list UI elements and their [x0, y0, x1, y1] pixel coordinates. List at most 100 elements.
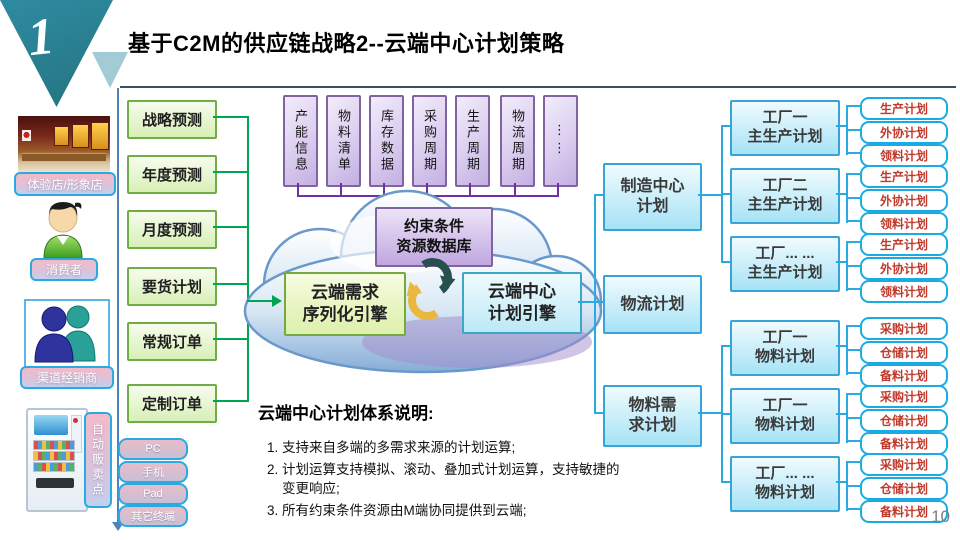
plan-pill: 采购计划: [860, 385, 948, 408]
channel-label-store: 体验店/形象店: [14, 172, 116, 196]
connector-line: [846, 173, 860, 175]
center-plan-line: 制造中心: [620, 178, 685, 195]
plan-engine-box: 云端中心 计划引擎: [462, 272, 582, 334]
connector-line: [846, 241, 860, 243]
terminal-phone: 手机: [118, 461, 188, 483]
connector-line: [698, 412, 723, 414]
connector-line: [594, 194, 596, 414]
plan-pill: 领料计划: [860, 144, 948, 167]
demand-engine-box: 云端需求 序列化引擎: [284, 272, 406, 336]
vending-machine-icon: [26, 408, 88, 512]
connector-line: [836, 261, 848, 263]
connector-line: [846, 372, 860, 374]
source-box-logistics-cycle: 物流周期: [500, 95, 535, 187]
demand-box-annual: 年度预测: [127, 155, 217, 194]
page-title: 基于C2M的供应链战略2--云端中心计划策略: [128, 31, 565, 56]
connector-line: [426, 183, 428, 197]
connector-line: [383, 183, 385, 197]
terminal-pc: PC: [118, 438, 188, 460]
center-plan-material: 物料需 求计划: [603, 385, 702, 447]
connector-line: [594, 194, 605, 196]
connector-line: [846, 461, 860, 463]
notes-item: 计划运算支持模拟、滚动、叠加式计划运算，支持敏捷的变更响应;: [282, 460, 627, 499]
connector-line: [721, 261, 731, 263]
demand-engine-line1: 云端需求: [311, 282, 379, 302]
connector-line: [846, 152, 860, 154]
plan-pill: 外协计划: [860, 257, 948, 280]
connector-line: [213, 116, 248, 118]
constraint-db-line1: 约束条件: [403, 217, 464, 235]
connector-line: [846, 349, 860, 351]
header-rule: [120, 86, 956, 88]
plan-pill: 仓储计划: [860, 409, 948, 432]
factory-box: 工厂一 主生产计划: [730, 100, 840, 156]
demand-box-monthly: 月度预测: [127, 210, 217, 249]
factory-name-line: 主生产计划: [747, 128, 823, 145]
notes-item: 所有约束条件资源由M端协同提供到云端;: [282, 501, 627, 521]
factory-name-line: 工厂一: [762, 329, 808, 347]
demand-box-custom-order: 定制订单: [127, 384, 217, 423]
factory-name-line: 物料计划: [754, 416, 815, 433]
plan-engine-line1: 云端中心: [488, 281, 556, 301]
arrow-right-icon: [272, 295, 282, 307]
connector-line: [846, 508, 860, 510]
plan-pill: 领料计划: [860, 280, 948, 303]
connector-line: [469, 183, 471, 197]
connector-line: [836, 193, 848, 195]
connector-line: [846, 440, 860, 442]
connector-line: [846, 265, 860, 267]
plan-pill: 外协计划: [860, 121, 948, 144]
left-guide-line: [117, 88, 119, 522]
connector-line: [846, 220, 860, 222]
center-plan-manufacturing: 制造中心 计划: [603, 163, 702, 231]
factory-box: 工厂... ... 物料计划: [730, 456, 840, 512]
connector-line: [721, 193, 731, 195]
connector-line: [721, 481, 731, 483]
left-guide-arrow-icon: [112, 522, 124, 531]
factory-name-line: 物料计划: [754, 484, 815, 501]
terminal-other: 其它终端: [118, 505, 188, 527]
connector-line: [594, 412, 605, 414]
connector-line: [247, 116, 249, 402]
factory-name-line: 工厂... ...: [755, 245, 815, 263]
plan-pill: 生产计划: [860, 233, 948, 256]
center-plan-line: 物料需: [628, 397, 677, 414]
connector-line: [836, 413, 848, 415]
connector-line: [846, 197, 860, 199]
plan-pill: 备料计划: [860, 432, 948, 455]
center-plan-line: 物流计划: [620, 295, 685, 313]
factory-name-line: 工厂... ...: [755, 465, 815, 483]
connector-line: [846, 105, 860, 107]
connector-line: [846, 288, 860, 290]
store-photo: [18, 116, 110, 172]
factory-box: 工厂一 物料计划: [730, 320, 840, 376]
source-box-purchase-cycle: 采购周期: [412, 95, 447, 187]
plan-pill: 领料计划: [860, 212, 948, 235]
source-box-capacity: 产能信息: [283, 95, 318, 187]
plan-pill: 采购计划: [860, 317, 948, 340]
consumer-icon: [43, 202, 83, 259]
plan-pill: 外协计划: [860, 189, 948, 212]
factory-box: 工厂... ... 主生产计划: [730, 236, 840, 292]
connector-line: [721, 125, 731, 127]
connector-line: [836, 125, 848, 127]
connector-line: [247, 300, 274, 302]
demand-engine-line2: 序列化引擎: [302, 305, 388, 324]
plan-engine-line2: 计划引擎: [488, 304, 556, 323]
connector-line: [721, 345, 731, 347]
factory-box: 工厂二 主生产计划: [730, 168, 840, 224]
connector-line: [340, 183, 342, 197]
decor-triangle-small: [92, 52, 128, 88]
factory-name-line: 工厂一: [762, 109, 808, 127]
factory-name-line: 工厂一: [762, 397, 808, 415]
connector-line: [557, 183, 559, 197]
factory-name-line: 主生产计划: [747, 264, 823, 281]
factory-name-line: 物料计划: [754, 348, 815, 365]
connector-line: [297, 183, 299, 197]
terminal-pad: Pad: [118, 483, 188, 505]
channel-label-consumer: 消费者: [30, 258, 98, 281]
notes-list: 支持来自多端的多需求来源的计划运算; 计划运算支持模拟、滚动、叠加式计划运算，支…: [252, 438, 627, 522]
plan-pill: 生产计划: [860, 165, 948, 188]
demand-box-regular-order: 常规订单: [127, 322, 217, 361]
